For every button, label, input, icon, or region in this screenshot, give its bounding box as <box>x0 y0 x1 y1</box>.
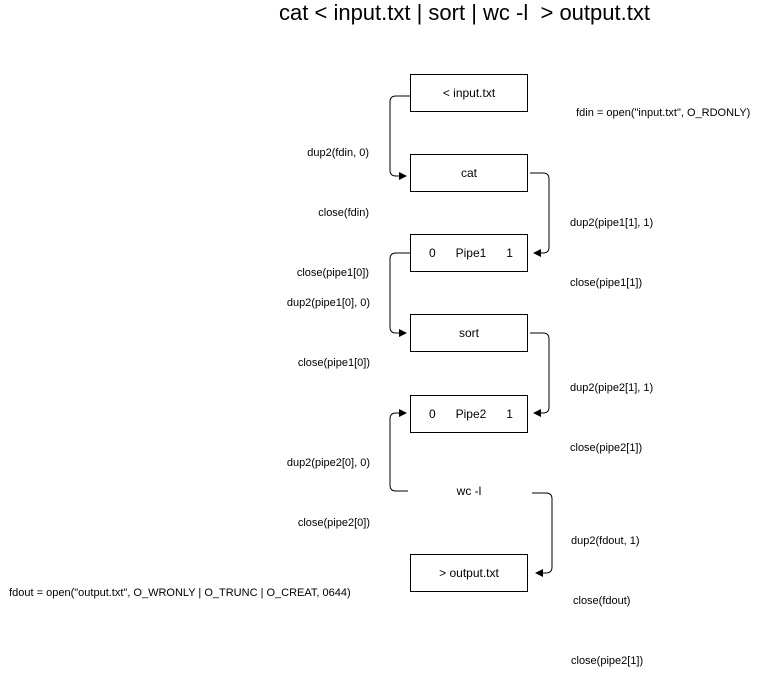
note-line: close(pipe1[1]) <box>570 277 643 289</box>
note-line: dup2(pipe1[1], 1) <box>570 217 654 229</box>
note-fdout-open: fdout = open("output.txt", O_WRONLY | O_… <box>3 563 351 603</box>
note-line: close(pipe2[0]) <box>297 517 370 529</box>
edge-cat-to-pipe1 <box>530 172 550 257</box>
node-wc: wc -l <box>410 472 528 510</box>
node-input-file: < input.txt <box>410 74 528 112</box>
note-pipe1-to-sort: dup2(pipe1[0], 0) close(pipe1[0]) <box>287 253 370 393</box>
note-line: close(pipe2[1]) <box>571 655 644 667</box>
node-wc-label: wc -l <box>456 484 482 498</box>
note-line: close(pipe1[0]) <box>297 357 370 369</box>
pipe1-read-end: 0 <box>429 246 436 260</box>
pipe2-label: Pipe2 <box>455 407 487 421</box>
note-line: close(pipe1[0]) <box>296 267 369 279</box>
note-line: dup2(fdout, 1) <box>571 535 640 547</box>
diagram-title: cat < input.txt | sort | wc -l > output.… <box>0 0 765 26</box>
note-pipe2-to-wc: dup2(pipe2[0], 0) close(pipe2[0]) <box>287 413 370 553</box>
note-fdin-open: fdin = open("input.txt", O_RDONLY) <box>570 83 750 123</box>
title-text: cat < input.txt | sort | wc -l > output.… <box>279 0 650 25</box>
edge-wc-to-output <box>532 492 553 577</box>
pipe2-read-end: 0 <box>429 407 436 421</box>
note-line: dup2(pipe1[0], 0) <box>286 297 370 309</box>
note-line: dup2(pipe2[0], 0) <box>286 457 370 469</box>
node-output-file: > output.txt <box>410 554 528 592</box>
pipe1-label: Pipe1 <box>455 246 487 260</box>
node-cat-label: cat <box>460 166 477 180</box>
pipe2-write-end: 1 <box>506 407 513 421</box>
note-input-to-cat: dup2(fdin, 0) close(fdin) close(pipe1[0]… <box>297 103 369 303</box>
note-line: dup2(pipe2[1], 1) <box>570 382 654 394</box>
node-input-label: < input.txt <box>442 86 496 100</box>
edge-pipe1-to-sort <box>389 252 410 337</box>
node-cat: cat <box>410 154 528 192</box>
note-fdin-open-text: fdin = open("input.txt", O_RDONLY) <box>576 107 751 119</box>
edge-input-to-cat <box>389 95 410 180</box>
note-cat-to-pipe1: dup2(pipe1[1], 1) close(pipe1[1]) <box>570 173 653 313</box>
edge-pipe2-to-wc <box>389 409 408 492</box>
node-sort: sort <box>410 314 528 352</box>
note-fdout-open-text: fdout = open("output.txt", O_WRONLY | O_… <box>9 587 351 599</box>
note-line: dup2(fdin, 0) <box>307 147 369 159</box>
note-line: close(pipe2[1]) <box>570 442 643 454</box>
node-output-label: > output.txt <box>439 566 499 580</box>
note-wc-to-output: dup2(fdout, 1) close(fdout) close(pipe2[… <box>571 491 643 691</box>
note-line: close(fdout) <box>573 595 631 607</box>
node-pipe2: 0 Pipe2 1 <box>410 395 528 433</box>
pipe1-write-end: 1 <box>506 246 513 260</box>
edge-sort-to-pipe2 <box>530 332 550 417</box>
node-pipe1: 0 Pipe1 1 <box>410 234 528 272</box>
note-sort-to-pipe2: dup2(pipe2[1], 1) close(pipe2[1]) <box>570 338 653 478</box>
node-sort-label: sort <box>458 326 479 340</box>
note-line: close(fdin) <box>318 207 369 219</box>
